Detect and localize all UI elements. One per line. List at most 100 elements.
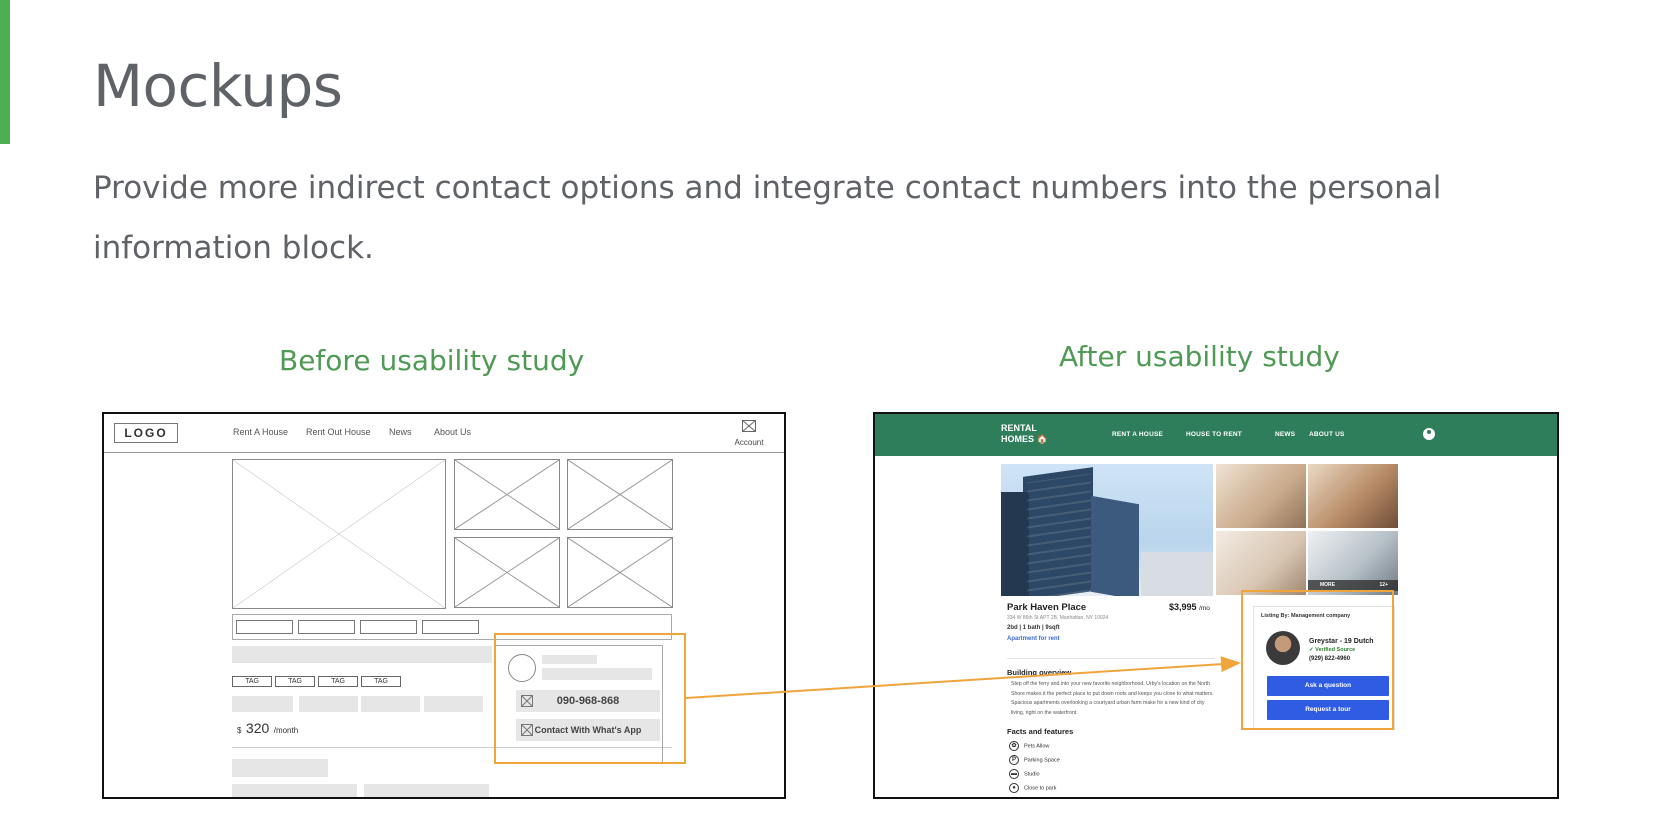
request-tour-button[interactable]: Request a tour — [1267, 700, 1389, 720]
house-icon: 🏠 — [1036, 434, 1048, 444]
listing-price: $ 320 /month — [237, 720, 298, 738]
filter-input-strip — [232, 614, 672, 640]
avatar-placeholder — [508, 654, 536, 682]
more-count: 12+ — [1379, 582, 1388, 588]
filter-input[interactable] — [422, 620, 479, 634]
thumb-image-placeholder — [567, 459, 673, 530]
after-mockup: RENTAL HOMES 🏠 RENT A HOUSE HOUSE TO REN… — [873, 412, 1559, 799]
main-building-photo[interactable] — [1001, 464, 1213, 596]
contact-card: 090-968-868 Contact With What's App — [495, 645, 663, 763]
mockup-navbar: RENTAL HOMES 🏠 RENT A HOUSE HOUSE TO REN… — [875, 414, 1557, 456]
tag-chip[interactable]: TAG — [275, 676, 315, 687]
page-subtitle: Provide more indirect contact options an… — [93, 170, 1442, 266]
studio-icon: ▬ — [1009, 769, 1019, 779]
page-title: Mockups — [93, 52, 343, 120]
nav-link-rent-a-house[interactable]: Rent A House — [233, 427, 289, 437]
filter-input[interactable] — [236, 620, 293, 634]
thumb-image-placeholder — [454, 537, 560, 608]
parking-icon: P — [1009, 755, 1019, 765]
listing-type: Apartment for rent — [1007, 636, 1060, 642]
fact-label: Parking Space — [1024, 757, 1060, 764]
placeholder-bar — [542, 668, 652, 680]
listing-price: $3,995 /mo — [1169, 602, 1210, 612]
fact-label: Pets Allow — [1024, 743, 1050, 750]
account-label: Account — [734, 438, 764, 447]
price-value: $3,995 — [1169, 602, 1197, 612]
phone-number: 090-968-868 — [556, 695, 620, 707]
brand-line-2: HOMES — [1001, 434, 1035, 444]
placeholder-bar — [232, 759, 328, 777]
ask-question-button[interactable]: Ask a question — [1267, 676, 1389, 696]
tag-chip[interactable]: TAG — [232, 676, 272, 687]
facts-title: Facts and features — [1007, 727, 1074, 736]
agent-name: Greystar - 19 Dutch — [1309, 638, 1374, 645]
nav-link-news[interactable]: NEWS — [1275, 431, 1296, 438]
tag-chip[interactable]: TAG — [361, 676, 401, 687]
brand-logo[interactable]: RENTAL HOMES 🏠 — [1001, 423, 1048, 445]
interior-photo[interactable]: MORE 12+ — [1308, 531, 1398, 595]
placeholder-bar — [424, 696, 483, 712]
placeholder-bar — [542, 655, 597, 664]
fact-label: Close to park — [1024, 785, 1057, 792]
nav-link-about-us[interactable]: ABOUT US — [1309, 431, 1345, 438]
location-pin-icon: ● — [1009, 783, 1019, 793]
price-period: /month — [273, 726, 299, 735]
fact-item: ✿ Pets Allow — [1009, 741, 1049, 751]
nav-link-rent-a-house[interactable]: RENT A HOUSE — [1112, 431, 1164, 438]
after-label: After usability study — [1059, 340, 1340, 373]
image-placeholder-icon — [521, 695, 533, 707]
image-placeholder-icon — [741, 419, 757, 433]
before-label: Before usability study — [279, 344, 585, 377]
more-label: MORE — [1320, 582, 1335, 588]
nav-link-house-to-rent[interactable]: HOUSE TO RENT — [1186, 431, 1242, 438]
listing-address: 334 W 86th St APT 2B, Manhattan, NY 1002… — [1007, 615, 1109, 621]
nav-link-about-us[interactable]: About Us — [434, 427, 472, 437]
whatsapp-button[interactable]: Contact With What's App — [516, 719, 660, 741]
nav-link-news[interactable]: News — [389, 427, 412, 437]
placeholder-bar — [232, 646, 492, 663]
paw-icon: ✿ — [1009, 741, 1019, 751]
before-wireframe: LOGO Rent A House Rent Out House News Ab… — [102, 412, 786, 799]
thumb-image-placeholder — [567, 537, 673, 608]
more-photos-strip[interactable]: MORE 12+ — [1308, 580, 1398, 591]
interior-photo[interactable] — [1216, 531, 1306, 595]
tag-chip[interactable]: TAG — [318, 676, 358, 687]
fact-item: ● Close to park — [1009, 783, 1056, 793]
phone-button[interactable]: 090-968-868 — [516, 690, 660, 712]
interior-photo[interactable] — [1216, 464, 1306, 528]
agent-phone[interactable]: (929) 822-4960 — [1309, 656, 1351, 662]
listing-name: Park Haven Place — [1007, 602, 1087, 613]
agent-avatar — [1266, 631, 1300, 665]
fact-item: ▬ Studio — [1009, 769, 1040, 779]
price-value: 320 — [245, 720, 270, 736]
user-circle-icon[interactable] — [1423, 428, 1435, 440]
main-image-placeholder — [232, 459, 446, 609]
placeholder-bar — [364, 784, 489, 797]
whatsapp-label: Contact With What's App — [534, 725, 642, 735]
brand-line-1: RENTAL — [1001, 423, 1037, 433]
placeholder-bar — [232, 784, 357, 797]
fact-item: P Parking Space — [1009, 755, 1060, 765]
fact-label: Studio — [1024, 771, 1040, 778]
filter-input[interactable] — [360, 620, 417, 634]
verified-badge: ✓ Verified Source — [1309, 647, 1356, 653]
thumb-image-placeholder — [454, 459, 560, 530]
listing-specs: 2bd | 1 bath | 9sqft — [1007, 625, 1060, 631]
placeholder-bar — [299, 696, 358, 712]
image-placeholder-icon — [521, 724, 533, 736]
nav-link-rent-out-house[interactable]: Rent Out House — [306, 427, 371, 437]
placeholder-bar — [361, 696, 420, 712]
interior-photo[interactable] — [1308, 464, 1398, 528]
accent-bar — [0, 0, 10, 144]
building-overview-title: Building overview — [1007, 668, 1072, 677]
account-button[interactable]: Account — [734, 419, 764, 447]
price-currency: $ — [237, 726, 242, 735]
divider — [1007, 658, 1215, 659]
contact-card: Listing By: Management company Greystar … — [1253, 606, 1395, 730]
price-period: /mo — [1199, 605, 1210, 612]
divider — [232, 747, 672, 748]
wireframe-logo[interactable]: LOGO — [114, 423, 178, 443]
building-overview-text: Step off the ferry and into your new fav… — [1011, 681, 1214, 716]
filter-input[interactable] — [298, 620, 355, 634]
listed-by: Listing By: Management company — [1261, 613, 1351, 619]
